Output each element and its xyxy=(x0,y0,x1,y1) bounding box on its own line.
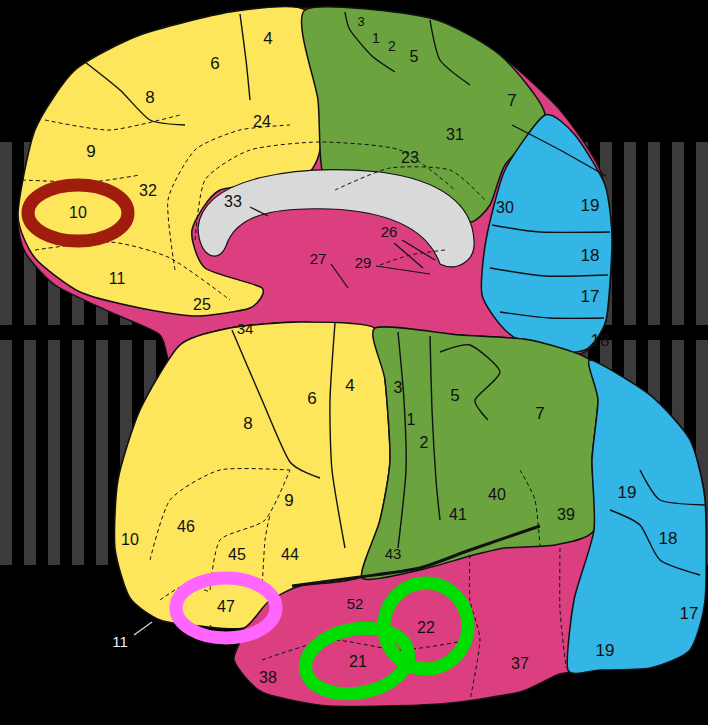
area-number: 23 xyxy=(401,150,419,166)
subarea-border xyxy=(335,167,485,200)
area-number: 3 xyxy=(357,15,364,28)
area-number: 5 xyxy=(450,387,459,404)
area-number: 41 xyxy=(449,507,467,523)
leader-line xyxy=(134,622,152,635)
area-number: 40 xyxy=(488,487,506,503)
lateral-fissure xyxy=(292,526,540,586)
area-number: 47 xyxy=(217,599,235,615)
area-number: 19 xyxy=(581,197,600,214)
area-number: 2 xyxy=(388,39,396,53)
area-border xyxy=(500,312,604,318)
area-number: 24 xyxy=(253,114,271,130)
area-number: 4 xyxy=(263,30,272,47)
area-number: 30 xyxy=(496,200,514,216)
area-number: 6 xyxy=(307,390,316,407)
area-border xyxy=(345,12,395,72)
parietal-region xyxy=(361,327,598,580)
area-number: 38 xyxy=(259,670,277,686)
area-number: 19 xyxy=(596,642,615,659)
area-border xyxy=(85,62,185,125)
area-number: 33 xyxy=(224,194,242,210)
area-border xyxy=(232,330,320,478)
subarea-border xyxy=(560,548,566,668)
leader-line xyxy=(376,266,430,274)
area-number: 10 xyxy=(69,205,87,221)
area-number: 17 xyxy=(680,605,699,622)
area-number: 22 xyxy=(417,620,435,636)
area-number: 27 xyxy=(310,251,327,266)
area-number: 18 xyxy=(581,247,600,264)
subarea-border xyxy=(195,142,455,240)
area-border xyxy=(512,125,606,176)
area-number: 7 xyxy=(507,92,516,109)
highlight-ring xyxy=(28,185,128,241)
leader-line xyxy=(250,207,268,216)
area-number: 1 xyxy=(407,412,416,428)
subarea-border xyxy=(520,470,540,546)
area-number: 17 xyxy=(581,288,600,305)
area-number: 8 xyxy=(145,89,154,106)
subarea-border xyxy=(35,242,230,300)
area-number: 32 xyxy=(139,183,157,199)
area-number: 29 xyxy=(355,255,372,270)
area-number: 9 xyxy=(86,143,95,160)
area-number: 5 xyxy=(410,49,419,65)
area-border xyxy=(430,20,470,85)
subarea-border xyxy=(168,125,290,270)
area-number: 9 xyxy=(284,492,293,509)
area-border xyxy=(398,332,406,548)
area-number: 45 xyxy=(228,547,246,563)
area-number: 11 xyxy=(109,271,126,287)
subarea-border xyxy=(262,515,270,590)
subarea-border xyxy=(380,250,445,265)
area-number: 43 xyxy=(385,546,402,561)
area-number: 52 xyxy=(347,596,364,611)
area-border xyxy=(492,225,610,232)
area-number: 3 xyxy=(394,380,403,396)
area-number: 4 xyxy=(345,377,354,394)
area-number: 18 xyxy=(659,530,678,547)
area-border xyxy=(330,323,345,548)
frontal-region xyxy=(18,7,321,316)
area-number: 39 xyxy=(557,507,575,523)
leader-line xyxy=(402,240,435,260)
area-border xyxy=(440,345,500,420)
area-border xyxy=(640,470,705,505)
leader-line xyxy=(331,264,348,288)
area-number: 11 xyxy=(112,634,128,649)
area-border xyxy=(430,336,440,520)
area-border xyxy=(240,14,250,100)
area-number: 6 xyxy=(210,55,219,72)
area-number: 21 xyxy=(349,654,367,670)
area-number: 26 xyxy=(381,224,398,239)
leader-line xyxy=(394,243,423,268)
area-number: 7 xyxy=(535,405,544,422)
temporal-region xyxy=(115,322,707,706)
area-number: 10 xyxy=(121,532,139,548)
area-number: 1 xyxy=(372,31,380,45)
area-number: 25 xyxy=(193,297,211,313)
area-number: 46 xyxy=(177,519,195,535)
subarea-border xyxy=(45,115,180,130)
area-number: 8 xyxy=(243,415,252,432)
highlight-ring xyxy=(384,583,468,669)
area-number: 34 xyxy=(237,321,254,336)
highlight-ring xyxy=(176,578,276,638)
area-border xyxy=(610,510,700,575)
area-number: 37 xyxy=(511,656,529,672)
area-number: 31 xyxy=(446,127,464,143)
occipital-region xyxy=(481,114,612,353)
area-number: 18 xyxy=(591,332,610,349)
area-number: 2 xyxy=(420,435,429,451)
area-number: 44 xyxy=(281,547,299,563)
area-number: 19 xyxy=(618,484,637,501)
occipital-region xyxy=(567,360,706,673)
area-border xyxy=(490,268,608,276)
corpus-callosum xyxy=(198,170,474,267)
